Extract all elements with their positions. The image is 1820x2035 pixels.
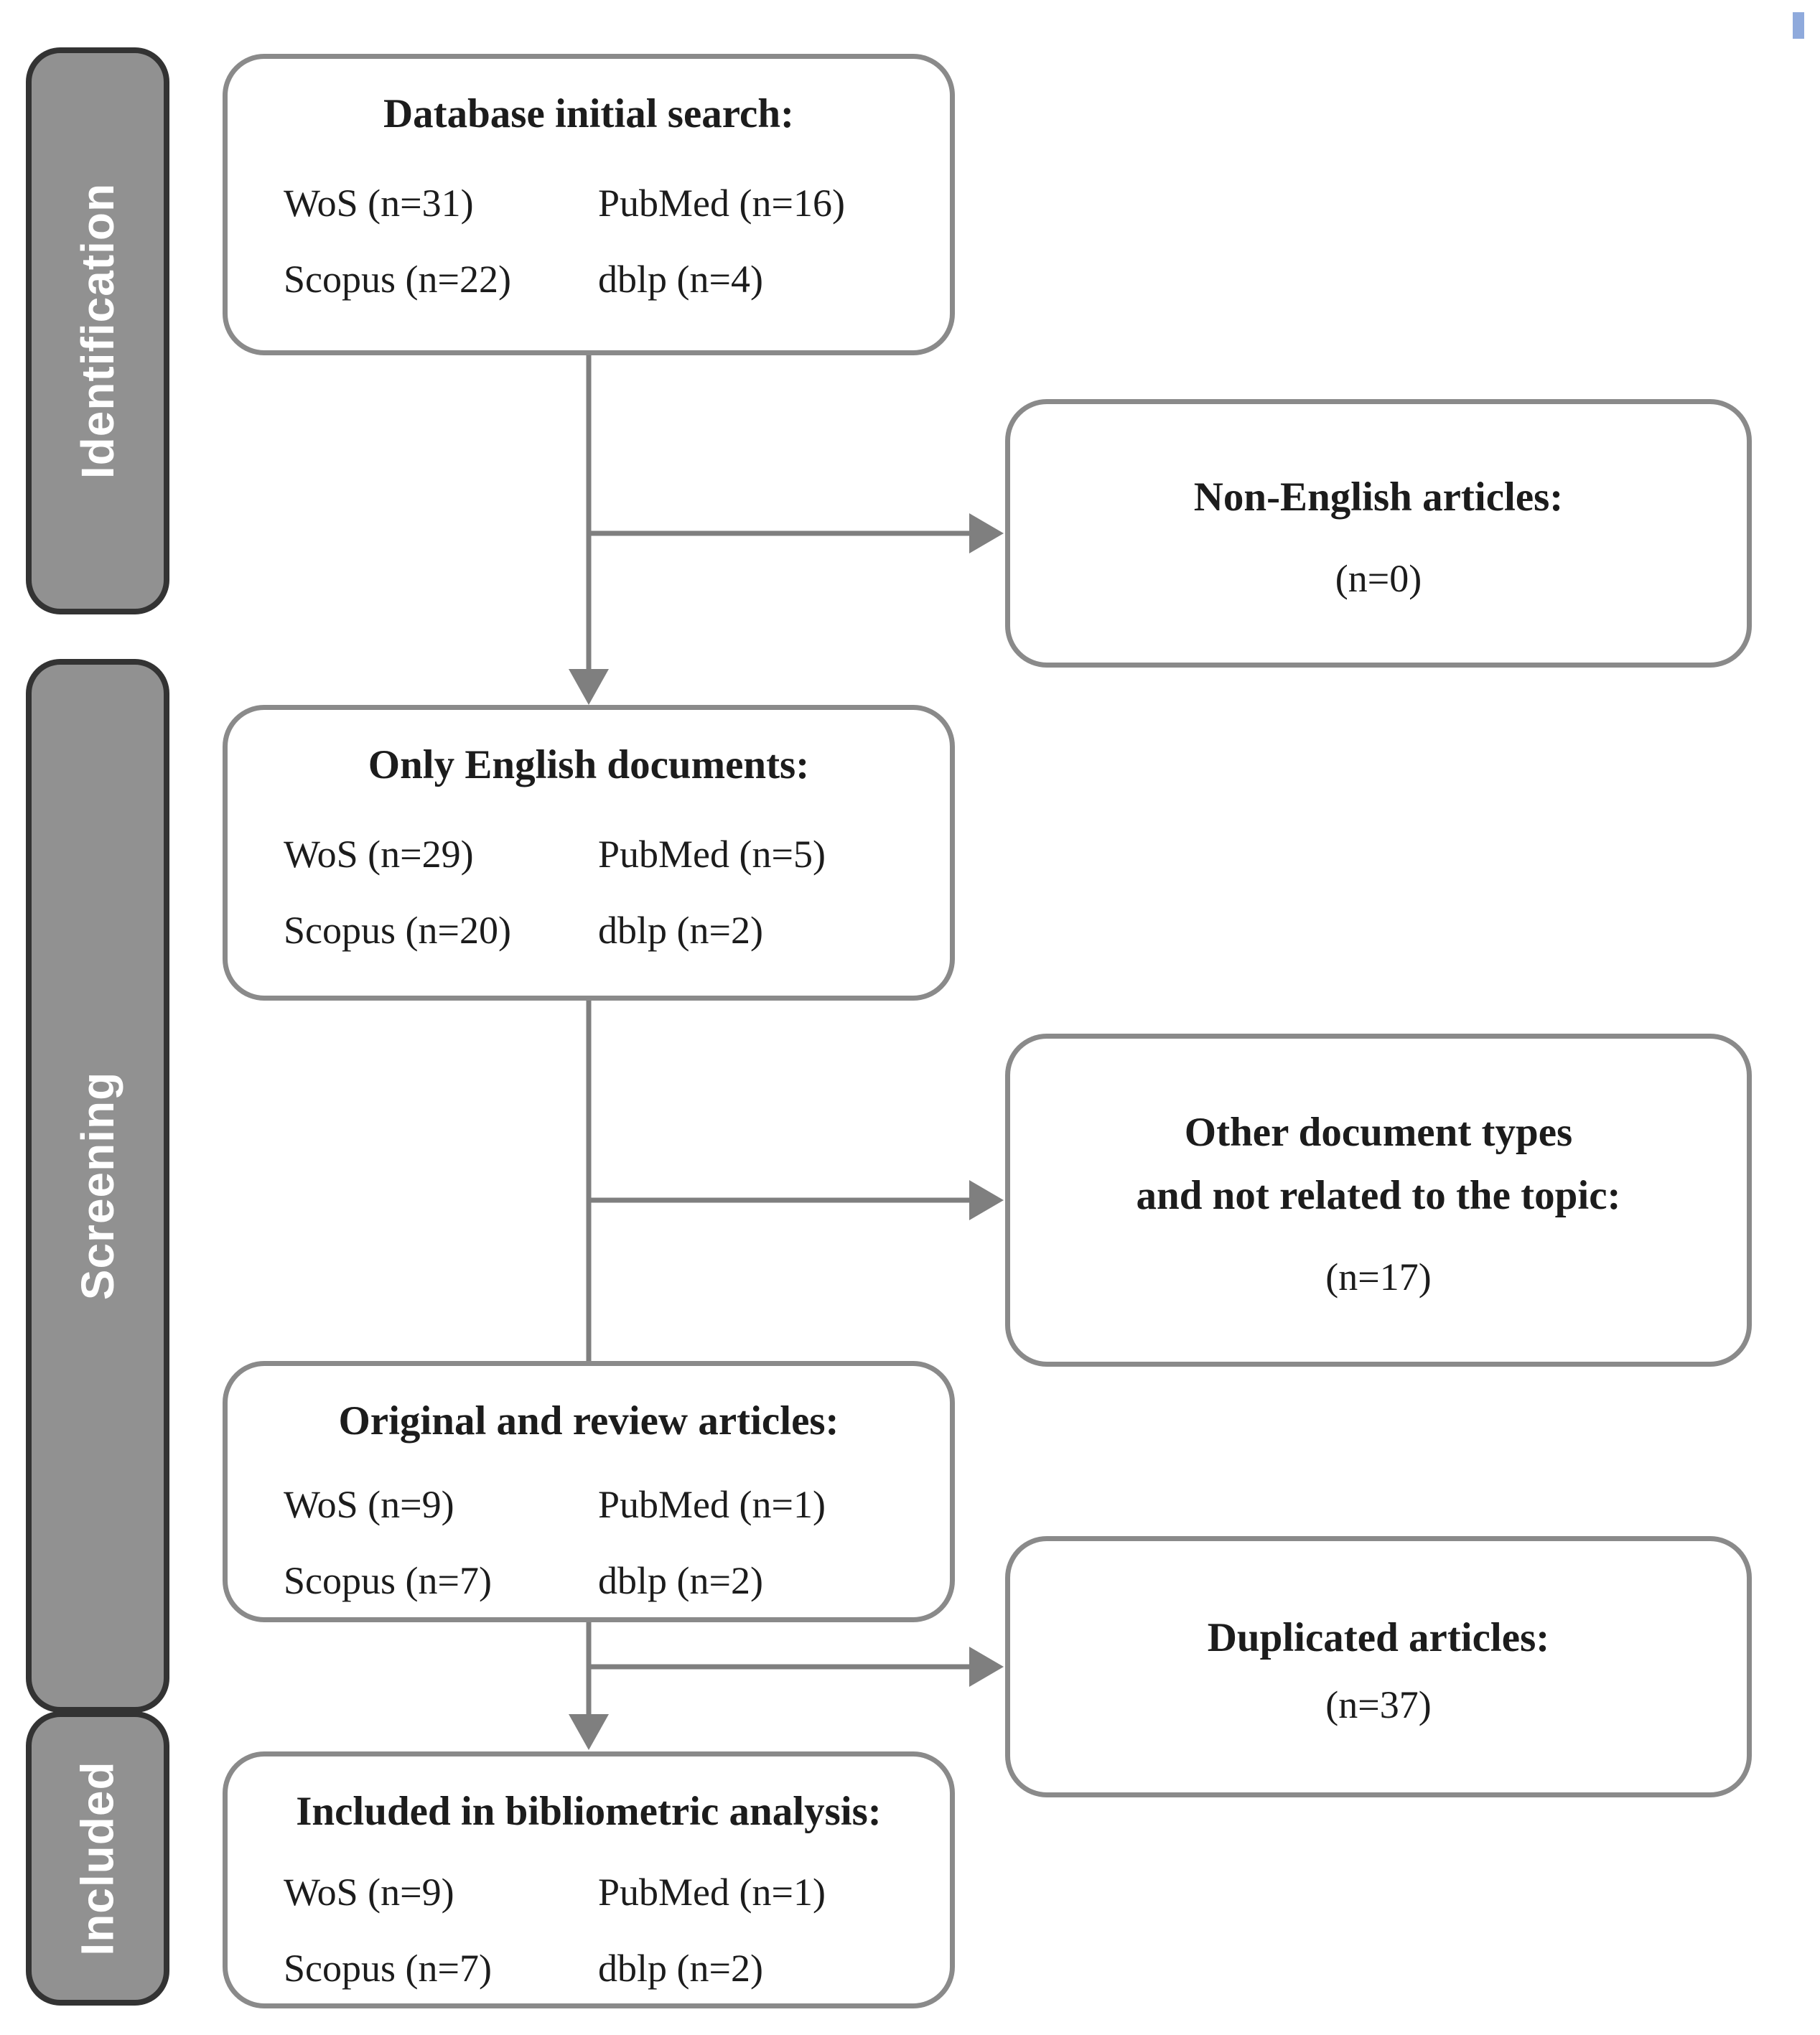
count-wos: WoS (n=31) — [284, 181, 474, 225]
box-title-included-bibliometric: Included in bibliometric analysis: — [296, 1789, 882, 1834]
count-wos: WoS (n=9) — [284, 1870, 454, 1914]
count-pubmed: PubMed (n=1) — [598, 1482, 826, 1526]
exclusion-title-non-english: Non-English articles: — [1193, 474, 1564, 520]
count-dblp: dblp (n=4) — [598, 257, 763, 301]
count-scopus: Scopus (n=7) — [284, 1946, 492, 1990]
box-title-only-english: Only English documents: — [368, 742, 810, 787]
flow-box-included-bibliometric: Included in bibliometric analysis: WoS (… — [223, 1751, 955, 2008]
exclusion-title-other-types: Other document types and not related to … — [1136, 1109, 1621, 1218]
exclusion-count-other-types: (n=17) — [1325, 1255, 1432, 1299]
arrowhead-right-into-other-types — [969, 1180, 1004, 1220]
count-scopus: Scopus (n=20) — [284, 908, 511, 952]
blue-corner-marker — [1793, 12, 1804, 39]
stage-included-label: Included — [72, 1761, 123, 1956]
box-items-only-english: WoS (n=29) PubMed (n=5) Scopus (n=20) db… — [228, 832, 950, 953]
box-items-included-bibliometric: WoS (n=9) PubMed (n=1) Scopus (n=7) dblp… — [228, 1870, 950, 1990]
count-dblp: dblp (n=2) — [598, 908, 763, 952]
exclusion-count-non-english: (n=0) — [1335, 557, 1422, 601]
exclusion-count-duplicated: (n=37) — [1325, 1683, 1432, 1727]
box-items-original-review: WoS (n=9) PubMed (n=1) Scopus (n=7) dblp… — [228, 1482, 950, 1603]
count-wos: WoS (n=9) — [284, 1482, 454, 1526]
stage-identification-label: Identification — [72, 182, 123, 479]
flow-box-original-review: Original and review articles: WoS (n=9) … — [223, 1361, 955, 1622]
arrowhead-right-into-duplicated — [969, 1647, 1004, 1687]
box-title-database-initial-search: Database initial search: — [383, 91, 795, 136]
exclusion-box-other-types: Other document types and not related to … — [1005, 1034, 1752, 1367]
count-pubmed: PubMed (n=16) — [598, 181, 845, 225]
flow-box-database-initial-search: Database initial search: WoS (n=31) PubM… — [223, 54, 955, 355]
arrowhead-down-into-included — [569, 1714, 609, 1750]
stage-included: Included — [26, 1711, 169, 2006]
stage-screening: Screening — [26, 659, 169, 1713]
exclusion-title-duplicated: Duplicated articles: — [1207, 1614, 1550, 1660]
count-scopus: Scopus (n=22) — [284, 257, 511, 301]
stage-screening-label: Screening — [72, 1071, 123, 1301]
exclusion-box-duplicated: Duplicated articles: (n=37) — [1005, 1536, 1752, 1797]
count-pubmed: PubMed (n=5) — [598, 832, 826, 876]
box-title-original-review: Original and review articles: — [338, 1398, 839, 1444]
arrowhead-down-into-only-english — [569, 669, 609, 705]
stage-identification: Identification — [26, 47, 169, 614]
flow-box-only-english: Only English documents: WoS (n=29) PubMe… — [223, 705, 955, 1001]
box-items-database-initial-search: WoS (n=31) PubMed (n=16) Scopus (n=22) d… — [228, 181, 950, 301]
count-scopus: Scopus (n=7) — [284, 1558, 492, 1602]
count-dblp: dblp (n=2) — [598, 1946, 763, 1990]
count-dblp: dblp (n=2) — [598, 1558, 763, 1602]
count-pubmed: PubMed (n=1) — [598, 1870, 826, 1914]
count-wos: WoS (n=29) — [284, 832, 474, 876]
arrowhead-right-into-non-english — [969, 513, 1004, 553]
exclusion-box-non-english: Non-English articles: (n=0) — [1005, 399, 1752, 668]
